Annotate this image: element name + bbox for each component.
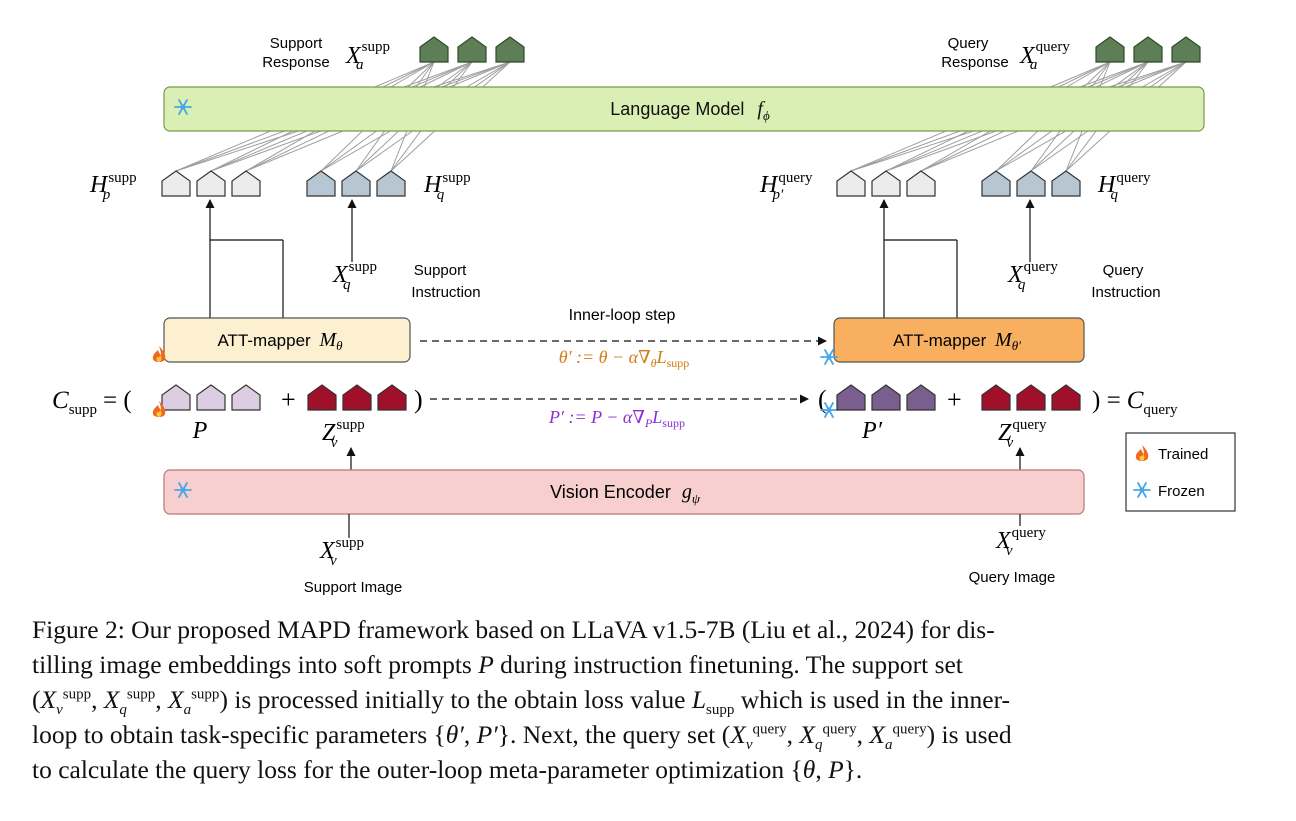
- h-p-supp-token: [231, 170, 261, 197]
- h-p-query-token: [906, 170, 936, 197]
- support-response-line2: Response: [262, 54, 330, 71]
- plus-query: +: [947, 385, 962, 414]
- c-query-label: ) =Cquery: [1092, 387, 1178, 418]
- plus-supp: +: [281, 385, 296, 414]
- open-paren-query: (: [818, 385, 827, 414]
- caption-line-5: to calculate the query loss for the oute…: [32, 755, 863, 784]
- h-q-query-tokens: [981, 170, 1081, 197]
- support-response-token: [457, 36, 487, 63]
- support-instruction-line2: Instruction: [411, 284, 480, 301]
- c-supp-label: Csupp= (: [52, 387, 132, 418]
- h-q-supp-token: [306, 170, 336, 197]
- caption-line-2: tilling image embeddings into soft promp…: [32, 650, 963, 679]
- p-token: [196, 384, 226, 411]
- query-response-line1: Query: [948, 35, 989, 52]
- figure-caption: Figure 2: Our proposed MAPD framework ba…: [32, 612, 1272, 787]
- att-mapper-supp-box: [163, 317, 411, 363]
- language-model-label: Language Model fϕ: [610, 98, 770, 123]
- close-paren-supp: ): [414, 385, 423, 414]
- query-response-token: [1095, 36, 1125, 63]
- z-supp-token: [377, 384, 407, 411]
- z-query-token: [1016, 384, 1046, 411]
- p-prime-token: [906, 384, 936, 411]
- query-instruction-line1: Query: [1103, 262, 1144, 279]
- query-response-token: [1133, 36, 1163, 63]
- h-q-supp-tokens: [306, 170, 406, 197]
- trained-flame-icon: [152, 346, 166, 362]
- h-q-supp-token: [341, 170, 371, 197]
- caption-line-4: loop to obtain task-specific parameters …: [32, 720, 1012, 754]
- att-mapper-query-label: ATT-mapper Mθ′: [893, 329, 1021, 353]
- support-response-tokens: [419, 36, 525, 63]
- h-p-query-token: [871, 170, 901, 197]
- h-q-query-token: [1051, 170, 1081, 197]
- z-supp-token: [307, 384, 337, 411]
- theta-update-equation: θ′ := θ − α∇θLsupp: [559, 347, 690, 370]
- caption-line-1: Figure 2: Our proposed MAPD framework ba…: [32, 615, 995, 644]
- z-supp-tokens: [307, 384, 407, 411]
- query-response-token: [1171, 36, 1201, 63]
- language-model-box: [163, 86, 1205, 132]
- legend-box: [1125, 432, 1236, 512]
- p-prime-token: [836, 384, 866, 411]
- query-response-tokens: [1095, 36, 1201, 63]
- support-image-label: Support Image: [304, 579, 402, 596]
- p-token: [231, 384, 261, 411]
- caption-line-3: (Xvsupp, Xqsupp, Xasupp) is processed in…: [32, 685, 1011, 719]
- query-instruction-line2: Instruction: [1091, 284, 1160, 301]
- support-response-token: [495, 36, 525, 63]
- support-response-token: [419, 36, 449, 63]
- query-image-label: Query Image: [969, 569, 1056, 586]
- h-q-query-token: [981, 170, 1011, 197]
- vision-encoder-label: Vision Encoder gψ: [550, 481, 701, 506]
- mapd-framework-diagram: Language Model fϕ Support Response Xsupp…: [52, 35, 1236, 596]
- support-instruction-line1: Support: [414, 262, 467, 279]
- h-p-supp-tokens: [161, 170, 261, 197]
- h-p-supp-token: [161, 170, 191, 197]
- z-query-token: [1051, 384, 1081, 411]
- p-token: [161, 384, 191, 411]
- h-p-query-token: [836, 170, 866, 197]
- inner-loop-step-label: Inner-loop step: [569, 307, 676, 324]
- h-p-supp-token: [196, 170, 226, 197]
- p-prime-label: P′: [861, 418, 883, 444]
- vision-encoder-box: [163, 469, 1085, 515]
- support-response-line1: Support: [270, 35, 323, 52]
- p-prime-token: [871, 384, 901, 411]
- query-response-line2: Response: [941, 54, 1009, 71]
- legend-frozen: Frozen: [1158, 483, 1205, 500]
- p-label: P: [192, 418, 208, 444]
- soft-prompt-p-prime-tokens: [836, 384, 936, 411]
- h-q-query-token: [1016, 170, 1046, 197]
- p-update-equation: P′ := P − α∇PLsupp: [548, 407, 685, 430]
- z-supp-token: [342, 384, 372, 411]
- legend-trained: Trained: [1158, 446, 1208, 463]
- z-query-token: [981, 384, 1011, 411]
- h-q-supp-token: [376, 170, 406, 197]
- att-mapper-supp-label: ATT-mapper Mθ: [217, 329, 343, 353]
- att-mapper-query-box: [833, 317, 1085, 363]
- soft-prompt-p-tokens: [161, 384, 261, 411]
- h-p-query-tokens: [836, 170, 936, 197]
- z-query-tokens: [981, 384, 1081, 411]
